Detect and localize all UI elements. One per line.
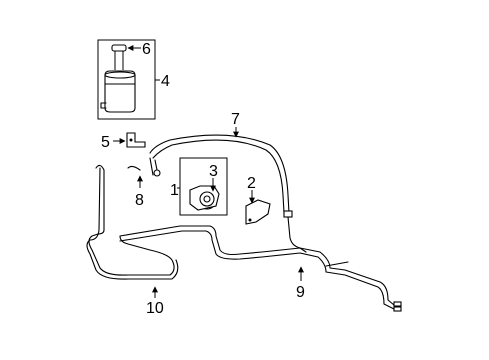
- hose-7-lower: [287, 216, 301, 249]
- line-9-bend: [299, 247, 349, 267]
- callout-10: 10: [146, 300, 164, 317]
- hose-7-fitting: [283, 210, 293, 218]
- line-9-fitting-b: [393, 306, 402, 312]
- return-hose-8: [127, 157, 161, 188]
- line-9-outer: [261, 247, 395, 306]
- pump-bracket-2: [245, 190, 271, 225]
- reservoir-assembly: [97, 39, 160, 120]
- hose-10-upper: [119, 225, 263, 256]
- pulley-center: [203, 195, 211, 203]
- callout-9: 9: [296, 284, 305, 301]
- hose-10-outer: [88, 164, 175, 276]
- pressure-hose: [149, 127, 301, 249]
- reservoir-outlet: [100, 102, 107, 109]
- reservoir-top: [104, 71, 136, 79]
- hose-7-outer: [149, 134, 290, 214]
- hose-10-upper-inner: [119, 230, 263, 260]
- return-hose-10: [86, 164, 263, 298]
- hose-10-inner: [86, 167, 179, 280]
- pump-callout-box: [179, 157, 228, 216]
- callout-1: 1: [170, 182, 179, 199]
- cooler-line-9: [261, 247, 402, 312]
- line-9-inner: [261, 252, 395, 310]
- bracket-2-body: [245, 199, 271, 225]
- reservoir-filler-tube: [114, 51, 124, 70]
- reservoir-body: [104, 70, 136, 113]
- callout-3: 3: [209, 163, 218, 180]
- reservoir-cap: [111, 44, 127, 52]
- mounting-bracket: [126, 132, 146, 148]
- callout-7: 7: [231, 111, 240, 128]
- line-9-fitting-a: [393, 301, 402, 307]
- callout-6: 6: [142, 41, 151, 58]
- callout-labels: 1 2 3 4 5 6 7 8 9 10: [101, 41, 305, 317]
- bracket-part: [113, 132, 146, 148]
- hose-8-end: [127, 165, 141, 171]
- callout-2: 2: [247, 175, 256, 192]
- hose-7-inner: [152, 139, 285, 214]
- pump-assembly: [177, 157, 228, 216]
- bracket-2-hole: [248, 218, 252, 222]
- callout-5: 5: [101, 134, 110, 151]
- callout-4: 4: [161, 73, 170, 90]
- hose-8-clamp: [153, 169, 161, 177]
- callout-8: 8: [135, 192, 144, 209]
- bracket-hole: [129, 138, 133, 142]
